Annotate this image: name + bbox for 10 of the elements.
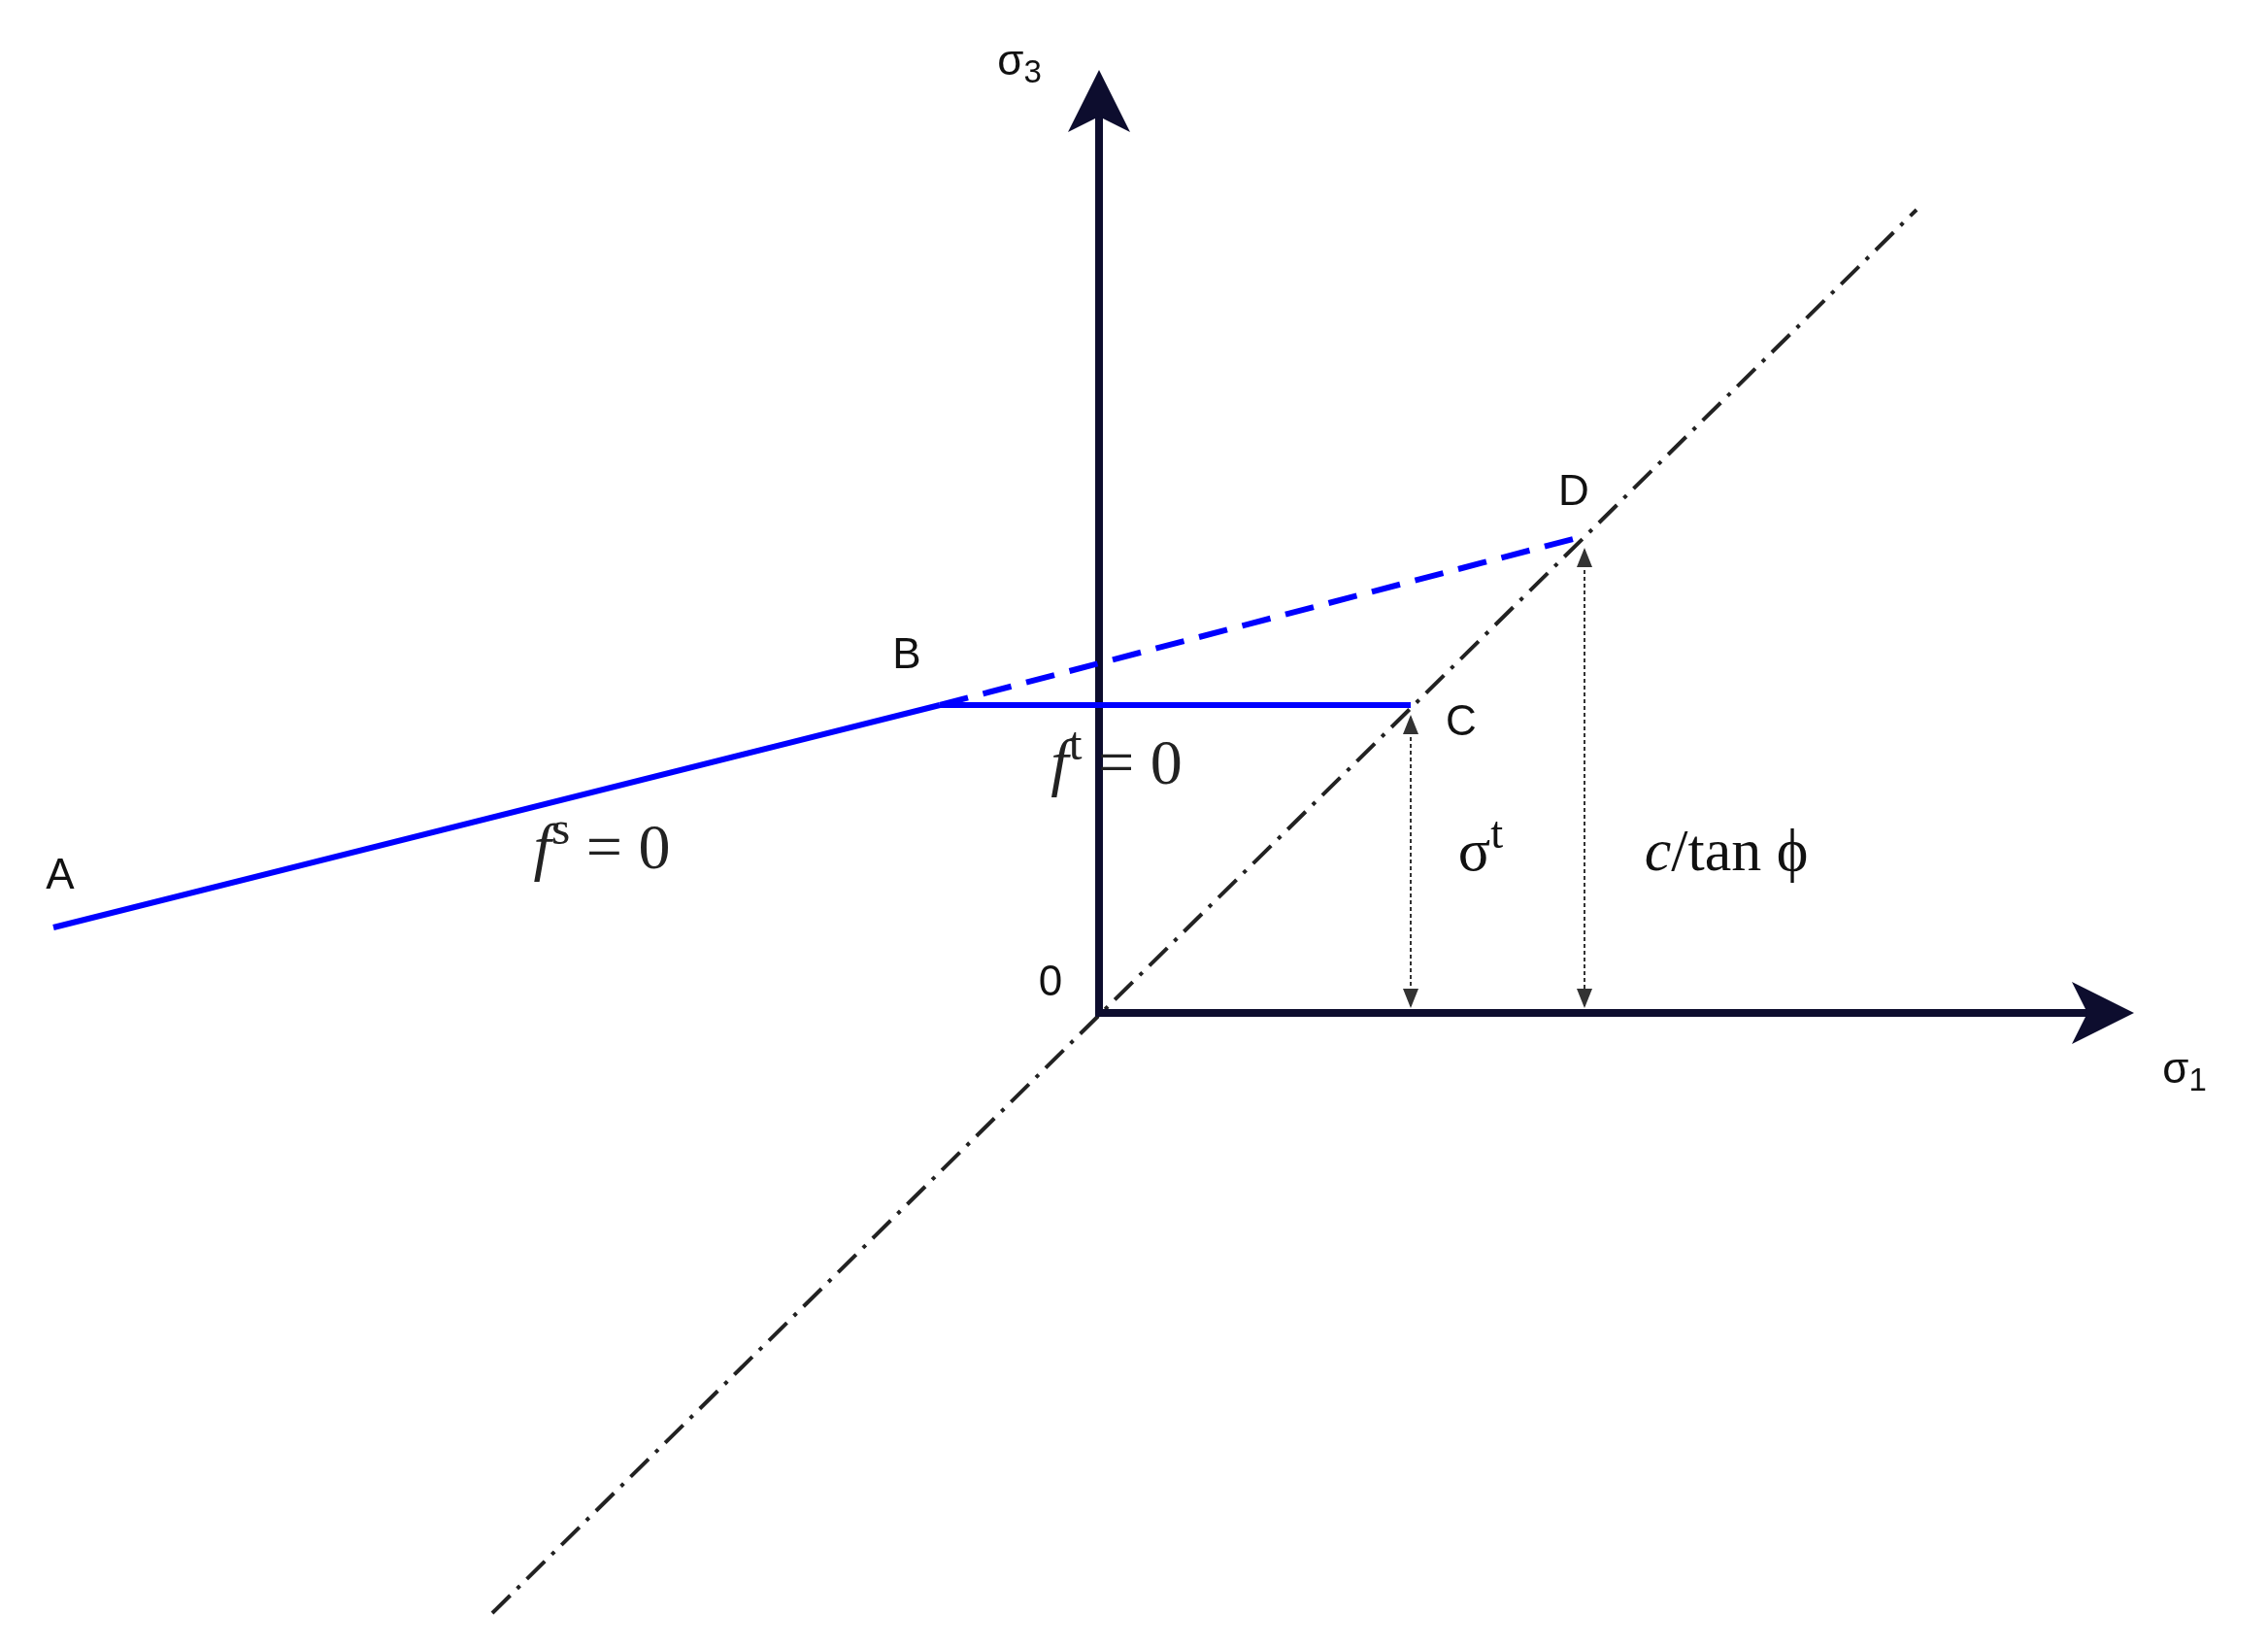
point-label: D xyxy=(1558,469,1589,512)
origin-label: 0 xyxy=(1038,960,1063,1002)
line xyxy=(940,702,1411,708)
sigma-axis-label: σ$_{3}$ xyxy=(997,39,1042,82)
point-label: B xyxy=(892,632,921,675)
point-label: A xyxy=(46,853,75,895)
tensile-strength-label: σ$^{t}$ xyxy=(1457,820,1504,880)
point-label: C xyxy=(1446,699,1477,742)
sigma-axis-label: σ$_{1}$ xyxy=(2162,1047,2207,1090)
line xyxy=(52,702,941,930)
